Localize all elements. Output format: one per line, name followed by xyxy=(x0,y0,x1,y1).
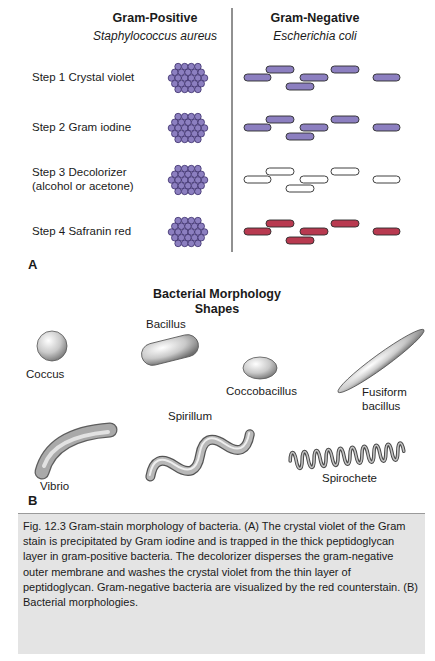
step-label: Step 2 Gram iodine xyxy=(32,121,160,135)
shape-label: Fusiform bacillus xyxy=(362,386,420,413)
column-heading: Gram-Positive xyxy=(90,12,220,26)
ecoli-rods-purple xyxy=(244,116,400,140)
ecoli-rods-purple xyxy=(244,66,400,90)
bacillus-shape xyxy=(139,332,201,367)
ecoli-rods-decolorized xyxy=(244,168,400,192)
ecoli-rods-red xyxy=(244,220,400,244)
caption-box: Fig. 12.3 Gram-stain morphology of bacte… xyxy=(18,513,425,654)
spirillum-shape xyxy=(146,423,254,486)
organism-name: Staphylococcus aureus xyxy=(90,30,220,44)
shape-label: Vibrio xyxy=(40,480,100,494)
vibrio-shape xyxy=(42,430,110,472)
step-label: Step 4 Safranin red xyxy=(32,225,160,239)
spirillum-highlight xyxy=(146,423,254,485)
ecoli-rods xyxy=(244,66,400,244)
panel-heading: Bacterial Morphology Shapes xyxy=(142,287,292,317)
panel-letter: A xyxy=(28,258,48,272)
step-label: Step 3 Decolorizer (alcohol or acetone) xyxy=(32,166,157,193)
coccus-shape xyxy=(37,331,67,361)
divider-line xyxy=(232,8,233,252)
shape-label: Coccus xyxy=(26,368,86,382)
shape-label: Bacillus xyxy=(146,318,206,332)
vibrio-body xyxy=(42,430,110,472)
panel-letter: B xyxy=(28,494,48,508)
column-heading: Gram-Negative xyxy=(250,12,380,26)
spirochete-outline xyxy=(290,443,405,469)
coccobacillus-shape xyxy=(243,357,277,379)
staph-cluster xyxy=(168,217,208,246)
shape-label: Spirochete xyxy=(322,472,402,486)
staph-cluster xyxy=(168,113,208,142)
shape-label: Spirillum xyxy=(168,410,238,424)
staph-clusters xyxy=(168,63,208,246)
staph-cluster xyxy=(168,165,208,194)
vibrio-outline xyxy=(42,430,110,472)
spirochete-body xyxy=(290,443,405,469)
spirochete-shape xyxy=(290,443,405,469)
vibrio-highlight xyxy=(44,432,108,466)
organism-name: Escherichia coli xyxy=(250,30,380,44)
staph-cluster xyxy=(168,63,208,92)
shape-label: Coccobacillus xyxy=(226,385,316,399)
step-label: Step 1 Crystal violet xyxy=(32,71,160,85)
figure-caption: Fig. 12.3 Gram-stain morphology of bacte… xyxy=(23,519,419,610)
